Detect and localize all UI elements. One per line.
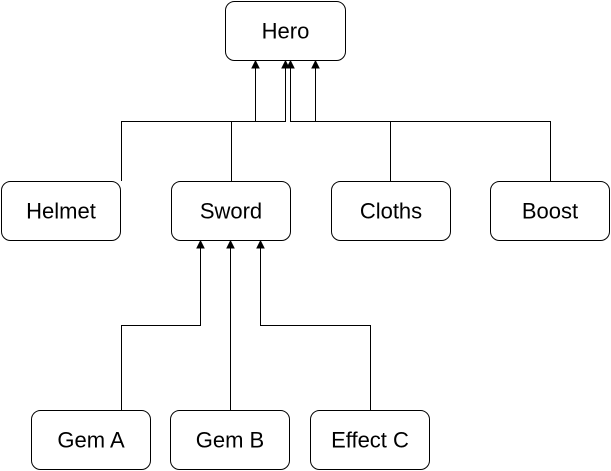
node-label: Cloths xyxy=(360,199,422,224)
node-label: Hero xyxy=(262,19,310,44)
node-effect-c[interactable]: Effect C xyxy=(310,410,430,470)
arrowhead xyxy=(251,59,260,69)
edge-helmet-to-hero xyxy=(121,59,260,181)
arrowhead xyxy=(196,239,205,249)
edge-gem-b-to-sword xyxy=(226,239,235,410)
node-hero[interactable]: Hero xyxy=(225,1,346,61)
arrowhead xyxy=(281,59,290,69)
node-sword[interactable]: Sword xyxy=(171,181,291,241)
node-gem-a[interactable]: Gem A xyxy=(31,410,151,470)
node-cloths[interactable]: Cloths xyxy=(331,181,451,241)
node-label: Gem A xyxy=(57,428,125,453)
edge-sword-to-hero xyxy=(231,59,290,181)
node-label: Effect C xyxy=(331,428,409,453)
node-boost[interactable]: Boost xyxy=(490,181,610,241)
node-gem-b[interactable]: Gem B xyxy=(170,410,290,470)
arrowhead xyxy=(311,59,320,69)
edge-effect-c-to-sword xyxy=(256,239,371,410)
node-label: Boost xyxy=(522,199,578,224)
node-label: Helmet xyxy=(26,199,96,224)
arrowhead xyxy=(286,59,295,69)
node-helmet[interactable]: Helmet xyxy=(1,181,121,241)
edge-boost-to-hero xyxy=(311,59,551,181)
arrowhead xyxy=(226,239,235,249)
node-label: Gem B xyxy=(196,428,264,453)
arrowhead xyxy=(256,239,265,249)
node-label: Sword xyxy=(200,199,262,224)
edge-gem-a-to-sword xyxy=(121,239,205,410)
